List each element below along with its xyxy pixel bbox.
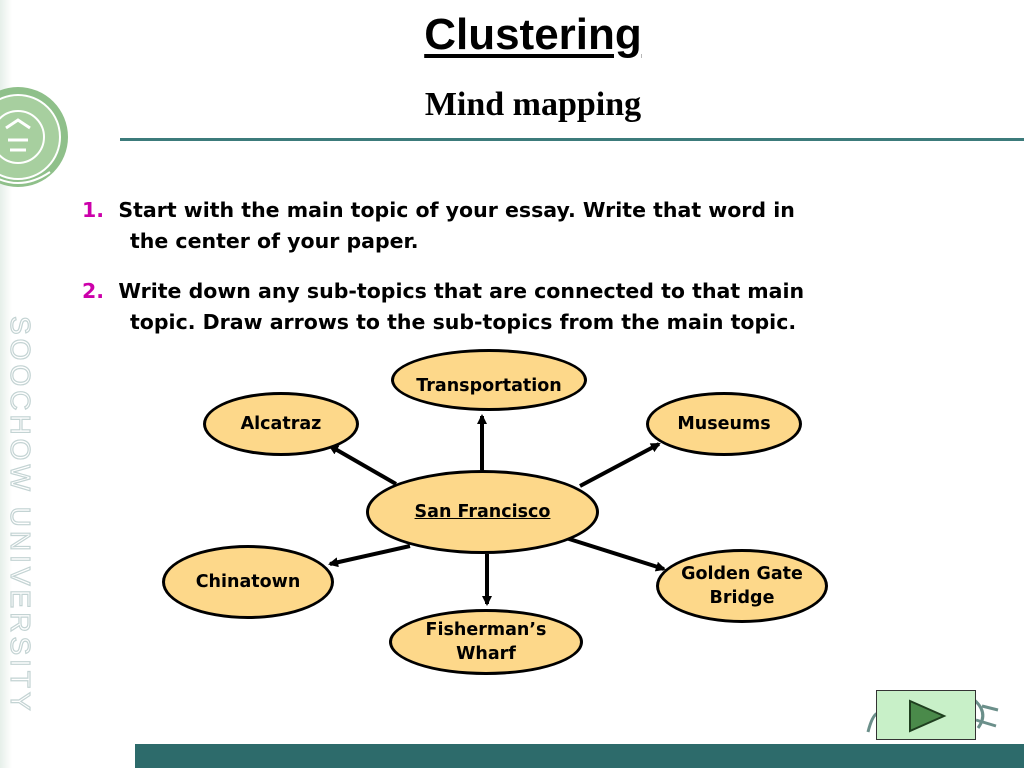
arrow-to-alcatraz — [328, 444, 397, 486]
node-label-group: Fisherman’s Wharf — [426, 618, 547, 666]
node-label: Alcatraz — [240, 414, 322, 434]
node-label-line-1: Fisherman’s — [425, 620, 547, 640]
slide-title: Clustering — [424, 10, 642, 59]
step-2-line-2: topic. Draw arrows to the sub-topics fro… — [130, 310, 797, 334]
instruction-step-2: 2. Write down any sub-topics that are co… — [82, 276, 1002, 338]
university-seal-logo — [0, 87, 68, 187]
step-1-line-2: the center of your paper. — [130, 229, 419, 253]
step-2-line-1: 2. Write down any sub-topics that are co… — [82, 276, 1002, 307]
node-label-line-2: Wharf — [456, 644, 516, 664]
arrow-to-chinatown — [328, 544, 411, 568]
node-label: Chinatown — [195, 572, 301, 592]
node-main-topic: San Francisco — [366, 470, 599, 554]
node-fishermans-wharf: Fisherman’s Wharf — [389, 609, 583, 675]
next-slide-button[interactable] — [876, 690, 976, 740]
node-chinatown: Chinatown — [162, 545, 334, 619]
node-golden-gate-bridge: Golden Gate Bridge — [656, 549, 828, 623]
node-museums: Museums — [646, 392, 802, 456]
step-1-text: Start with the main topic of your essay.… — [118, 198, 795, 222]
node-label: Transportation — [416, 376, 562, 396]
left-decorative-band — [0, 0, 12, 768]
step-1-line-1: 1. Start with the main topic of your ess… — [82, 195, 1002, 226]
instruction-step-1: 1. Start with the main topic of your ess… — [82, 195, 1002, 257]
main-topic-label: San Francisco — [414, 502, 551, 522]
step-1-number: 1. — [82, 198, 105, 222]
title-divider — [120, 138, 1024, 141]
node-label: Museums — [677, 414, 771, 434]
node-transportation: Transportation — [391, 349, 587, 411]
bottom-accent-bar — [135, 744, 1024, 768]
node-label-group: Golden Gate Bridge — [681, 562, 803, 610]
node-alcatraz: Alcatraz — [203, 392, 359, 456]
step-2-number: 2. — [82, 279, 105, 303]
node-label-line-1: Golden Gate — [681, 564, 803, 584]
step-2-text: Write down any sub-topics that are conne… — [118, 279, 805, 303]
arrow-to-golden-gate — [565, 536, 666, 572]
arrow-to-museums — [579, 442, 661, 488]
next-slide-play-icon — [909, 699, 947, 733]
node-label-line-2: Bridge — [709, 588, 775, 608]
slide-subtitle: Mind mapping — [424, 86, 642, 123]
